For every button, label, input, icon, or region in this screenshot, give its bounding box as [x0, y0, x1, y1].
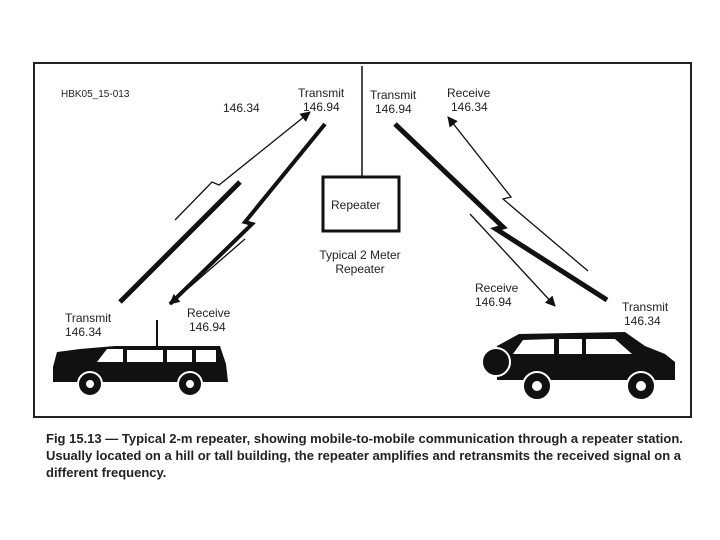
repeater-box-label: Repeater: [331, 198, 381, 212]
left-car-icon: [53, 320, 228, 397]
repeater-left-transmit-freq: 146.94: [303, 100, 340, 114]
right-repeater-transmit-lightning: [393, 122, 609, 303]
right-car-icon: [481, 332, 675, 401]
repeater-caption-line2: Repeater: [335, 262, 385, 276]
left-downlink-arrow: [169, 238, 246, 305]
left-car-receive-label: Receive: [187, 306, 231, 320]
left-uplink-arrow: [174, 111, 311, 221]
left-car-transmit-bolt: [118, 180, 242, 304]
figure-id: HBK05_15-013: [61, 89, 130, 100]
repeater-box: [321, 175, 401, 233]
right-receive-freq: 146.34: [451, 100, 488, 114]
left-car-receive-freq: 146.94: [189, 320, 226, 334]
repeater-left-transmit-label: Transmit: [298, 86, 345, 100]
repeater-caption-line1: Typical 2 Meter: [319, 248, 401, 262]
right-car-receive-freq: 146.94: [475, 295, 512, 309]
figure-caption: Fig 15.13 — Typical 2-m repeater, showin…: [46, 431, 683, 480]
diagram-canvas: [53, 66, 675, 401]
diagram-frame: HBK05_15-013 146.34 Transmit 146.94 Tran…: [33, 62, 692, 418]
left-repeater-transmit-lightning: [168, 122, 327, 306]
right-car-transmit-freq: 146.34: [624, 314, 661, 328]
repeater-right-transmit-freq: 146.94: [375, 102, 412, 116]
right-car-receive-label: Receive: [475, 281, 519, 295]
right-receive-label: Receive: [447, 86, 491, 100]
right-car-transmit-label: Transmit: [622, 300, 669, 314]
left-uplink-freq: 146.34: [223, 101, 260, 115]
left-car-transmit-freq: 146.34: [65, 325, 102, 339]
left-car-transmit-label: Transmit: [65, 311, 112, 325]
repeater-right-transmit-label: Transmit: [370, 88, 417, 102]
right-downlink-arrow: [469, 213, 556, 307]
right-uplink-arrow: [447, 116, 589, 272]
